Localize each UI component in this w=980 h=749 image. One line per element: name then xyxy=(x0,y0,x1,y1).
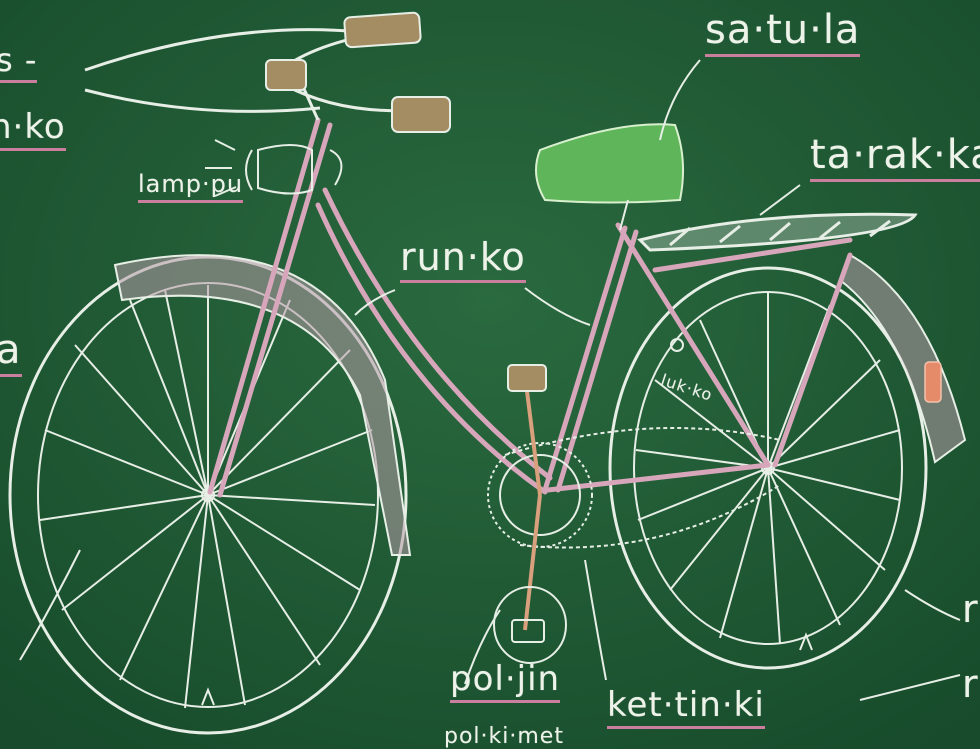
right-grip xyxy=(392,97,450,132)
right-lower-fragment-1: r xyxy=(962,590,979,628)
seat-label: sa·tu·la xyxy=(705,10,860,57)
left-middle-fragment: n·ko xyxy=(0,110,66,151)
lamp-label: lamp·pu xyxy=(138,172,243,203)
upper-pedal xyxy=(508,365,546,391)
right-lower-fragment-2: r xyxy=(962,665,979,703)
pedal-label: pol·jin xyxy=(450,662,560,703)
chain-label: ket·tin·ki xyxy=(607,688,765,729)
left-grip xyxy=(344,12,421,47)
stem-clamp xyxy=(266,60,306,90)
left-lower-fragment: a xyxy=(0,330,22,377)
rack-label: ta·rak·ka xyxy=(810,135,980,182)
left-top-fragment: s - xyxy=(0,44,37,83)
cranks-label: pol·ki·met xyxy=(444,726,564,748)
rear-reflector xyxy=(925,362,941,402)
frame-label: run·ko xyxy=(400,238,526,283)
